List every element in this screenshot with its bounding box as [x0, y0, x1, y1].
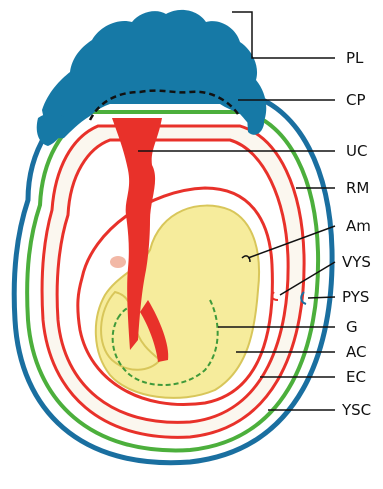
label-ec: EC [346, 369, 366, 385]
label-pys: PYS [342, 289, 369, 305]
label-uc: UC [346, 143, 367, 159]
label-cp: CP [346, 92, 366, 108]
label-ac: AC [346, 344, 366, 360]
leader-pys [308, 297, 335, 298]
label-vys: VYS [342, 254, 371, 270]
label-rm: RM [346, 180, 369, 196]
label-g: G [346, 319, 358, 335]
label-pl: PL [346, 50, 363, 66]
label-am: Am [346, 218, 371, 234]
label-ysc: YSC [342, 402, 371, 418]
